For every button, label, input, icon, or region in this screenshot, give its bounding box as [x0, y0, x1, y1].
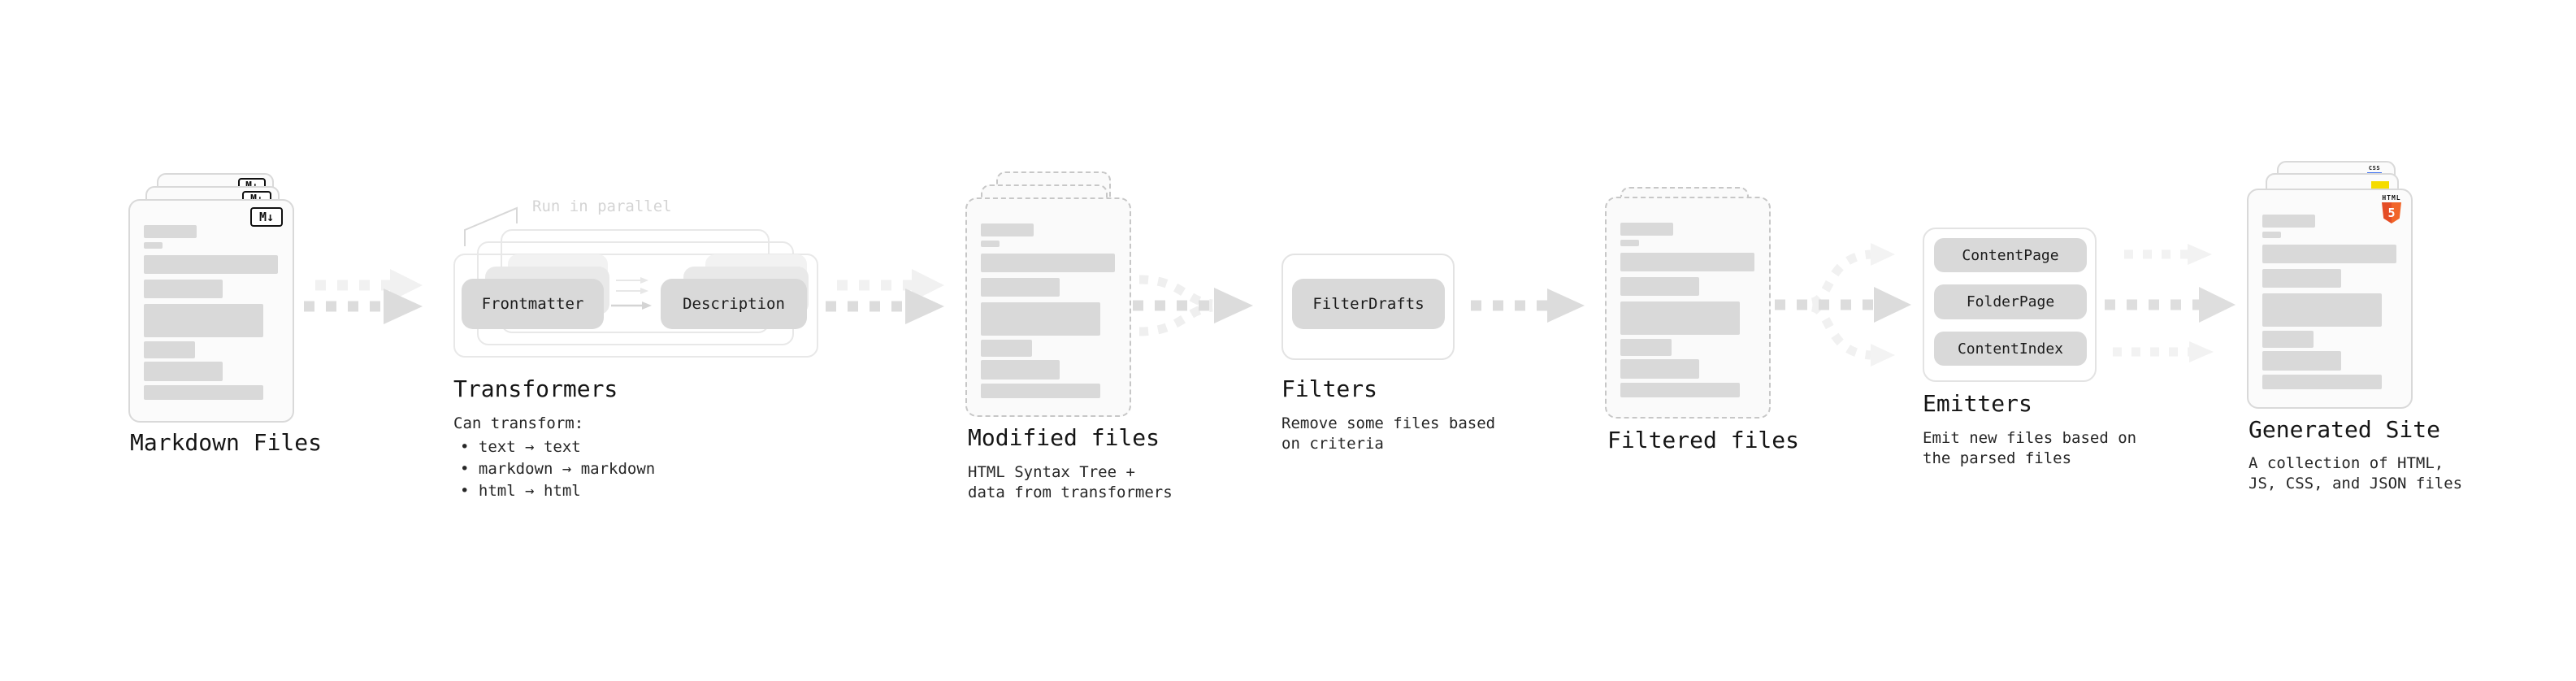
placeholder-bar — [144, 304, 263, 337]
filtered-file-card — [1605, 197, 1771, 419]
placeholder-bar — [1620, 301, 1740, 335]
desc-line: JS, CSS, and JSON files — [2249, 475, 2463, 492]
desc-line: HTML Syntax Tree + — [968, 463, 1135, 481]
placeholder-bar — [2262, 293, 2382, 327]
bullet-item: • text → text — [460, 438, 581, 456]
desc-line: on criteria — [1281, 435, 1384, 453]
frontmatter-node: Frontmatter — [462, 279, 604, 329]
bullet-item: • html → html — [460, 482, 581, 500]
generated-site-label: Generated Site — [2249, 416, 2441, 443]
placeholder-bar — [144, 362, 223, 381]
doc-content-placeholder — [2249, 190, 2411, 407]
arrow-transformers-to-modified — [826, 269, 944, 324]
bullet-item: • markdown → markdown — [460, 460, 656, 478]
markdown-file-card: M↓ — [128, 199, 294, 423]
placeholder-bar — [144, 242, 163, 249]
placeholder-bar — [2262, 351, 2341, 371]
placeholder-bar — [1620, 223, 1673, 236]
placeholder-bar — [981, 223, 1034, 236]
description-node: Description — [661, 279, 807, 329]
filters-label: Filters — [1281, 375, 1378, 402]
placeholder-bar — [2262, 375, 2382, 389]
html5-icon: HTML 5 — [2381, 194, 2402, 223]
doc-content-placeholder — [1607, 198, 1769, 417]
placeholder-bar — [981, 302, 1100, 336]
placeholder-bar — [981, 384, 1100, 398]
modified-file-card — [965, 197, 1131, 417]
filtered-files-label: Filtered files — [1607, 427, 1800, 453]
modified-files-desc: HTML Syntax Tree + data from transformer… — [968, 462, 1173, 503]
arrows-emitters-to-generated — [2105, 244, 2236, 362]
transformers-desc-heading: Can transform: — [453, 414, 584, 432]
desc-line: Emit new files based on — [1923, 429, 2137, 447]
placeholder-bar — [1620, 253, 1754, 271]
contentpage-node: ContentPage — [1934, 238, 2087, 272]
arrow-modified-to-filters-converge — [1133, 275, 1253, 336]
doc-content-placeholder — [967, 199, 1130, 415]
placeholder-bar — [1620, 240, 1639, 246]
placeholder-bar — [2262, 269, 2341, 288]
markdown-files-label: Markdown Files — [130, 429, 323, 456]
css-icon-text: CSS — [2368, 165, 2381, 171]
emitters-label: Emitters — [1923, 390, 2032, 417]
desc-line: the parsed files — [1923, 449, 2072, 467]
placeholder-bar — [2262, 215, 2315, 228]
desc-line: data from transformers — [968, 484, 1173, 501]
placeholder-bar — [981, 278, 1060, 297]
desc-line: Remove some files based — [1281, 414, 1496, 432]
placeholder-bar — [144, 385, 263, 400]
placeholder-bar — [981, 360, 1060, 380]
html5-icon-title: HTML — [2382, 194, 2401, 202]
placeholder-bar — [2262, 331, 2314, 348]
run-in-parallel-annotation: Run in parallel — [532, 197, 672, 215]
filterdrafts-node: FilterDrafts — [1292, 279, 1445, 329]
placeholder-bar — [981, 340, 1032, 357]
transformer-panel — [453, 254, 818, 358]
placeholder-bar — [2262, 232, 2281, 238]
modified-files-label: Modified files — [968, 424, 1160, 451]
arrow-markdown-to-transformers — [304, 269, 423, 324]
generated-site-desc: A collection of HTML, JS, CSS, and JSON … — [2249, 453, 2462, 494]
placeholder-bar — [1620, 339, 1672, 356]
placeholder-bar — [1620, 359, 1699, 379]
placeholder-bar — [1620, 383, 1740, 397]
generated-site-card: HTML 5 — [2247, 189, 2413, 409]
markdown-icon: M↓ — [250, 207, 283, 227]
placeholder-bar — [144, 255, 278, 274]
parallel-flow-arrows — [611, 277, 652, 310]
filters-desc: Remove some files based on criteria — [1281, 414, 1495, 454]
placeholder-bar — [981, 241, 1000, 247]
arrow-filtered-to-emitters-diverge — [1775, 243, 1911, 367]
placeholder-bar — [144, 341, 195, 358]
desc-line: A collection of HTML, — [2249, 454, 2444, 472]
annotation-callout-line — [464, 206, 518, 246]
doc-content-placeholder — [130, 201, 293, 421]
placeholder-bar — [144, 280, 223, 298]
transformers-bullet-list: • text → text • markdown → markdown • ht… — [460, 436, 655, 502]
folderpage-node: FolderPage — [1934, 284, 2087, 319]
placeholder-bar — [1620, 277, 1699, 296]
arrow-filters-to-filtered — [1471, 288, 1585, 323]
placeholder-bar — [2262, 245, 2396, 263]
transformers-label: Transformers — [453, 375, 618, 402]
contentindex-node: ContentIndex — [1934, 332, 2087, 366]
placeholder-bar — [981, 254, 1115, 272]
emitters-desc: Emit new files based on the parsed files — [1923, 428, 2136, 469]
placeholder-bar — [144, 225, 197, 238]
